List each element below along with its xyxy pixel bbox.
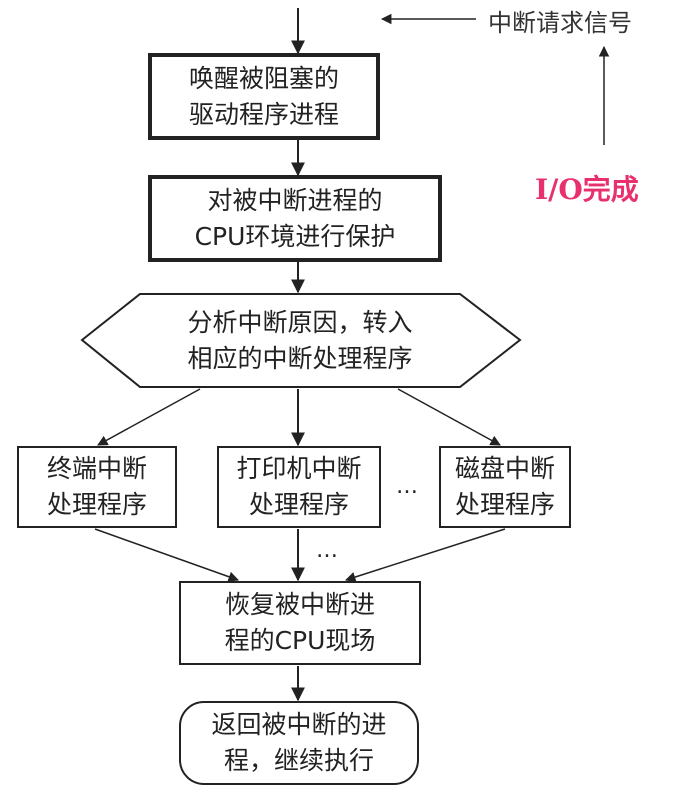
io-complete-label: I/O完成 <box>535 173 639 206</box>
protect-line-1: 对被中断进程的 <box>207 185 383 215</box>
terminal-line-1: 终端中断 <box>46 454 147 483</box>
disk-line-1: 磁盘中断 <box>454 454 555 483</box>
disk-box <box>439 446 571 528</box>
return-box <box>179 701 419 785</box>
terminal-box <box>17 446 177 528</box>
arrow-analyze-disk <box>397 388 501 446</box>
arrow-analyze-terminal <box>97 388 201 446</box>
disk-label: 磁盘中断 处理程序 <box>440 447 570 527</box>
restore-line-2: 程的CPU现场 <box>224 626 376 655</box>
analyze-hexagon <box>80 293 522 388</box>
printer-line-1: 打印机中断 <box>236 454 362 483</box>
protect-label: 对被中断进程的 CPU环境进行保护 <box>150 177 440 260</box>
wake-box <box>148 53 380 140</box>
return-line-1: 返回被中断的进 <box>211 710 387 739</box>
analyze-label: 分析中断原因，转入 相应的中断处理程序 <box>120 296 480 386</box>
terminal-line-2: 处理程序 <box>46 490 147 519</box>
restore-line-1: 恢复被中断进 <box>224 590 375 619</box>
ellipsis-below-handlers: … <box>316 538 340 563</box>
printer-label: 打印机中断 处理程序 <box>218 447 380 527</box>
printer-line-2: 处理程序 <box>248 490 349 519</box>
printer-box <box>217 446 381 528</box>
disk-line-2: 处理程序 <box>454 490 555 519</box>
arrow-disk-restore <box>345 528 506 583</box>
arrow-terminal-restore <box>94 528 239 582</box>
wake-line-1: 唤醒被阻塞的 <box>188 63 339 93</box>
signal-label: 中断请求信号 <box>488 9 632 37</box>
protect-line-2: CPU环境进行保护 <box>194 221 396 251</box>
restore-box <box>179 581 421 665</box>
analyze-line-2: 相应的中断处理程序 <box>187 344 413 373</box>
restore-label: 恢复被中断进 程的CPU现场 <box>180 582 420 664</box>
wake-line-2: 驱动程序进程 <box>188 99 339 129</box>
return-line-2: 程，继续执行 <box>223 746 374 775</box>
analyze-line-1: 分析中断原因，转入 <box>187 308 413 337</box>
wake-label: 唤醒被阻塞的 驱动程序进程 <box>150 55 378 138</box>
protect-box <box>148 175 442 262</box>
terminal-label: 终端中断 处理程序 <box>18 447 176 527</box>
return-label: 返回被中断的进 程，继续执行 <box>180 702 418 784</box>
ellipsis-between-handlers: … <box>396 474 420 499</box>
